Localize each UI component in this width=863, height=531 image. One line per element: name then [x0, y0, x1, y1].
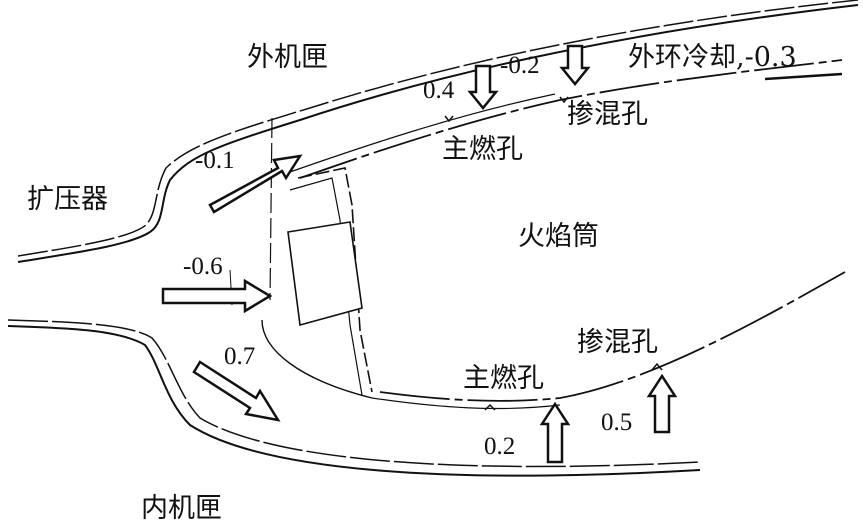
- arrow-core: [161, 278, 273, 314]
- flow-inner-main-value: 0.2: [484, 433, 516, 460]
- outer-dilution-hole: [559, 96, 569, 104]
- liner-inner-wall-2: [371, 397, 561, 410]
- flow-outer-dilution-value: -0.2: [500, 52, 540, 79]
- cowl-upper: [269, 117, 273, 301]
- inner-casing-line: [7, 325, 701, 477]
- outer-dilution-holes-label: 掺混孔: [567, 99, 648, 130]
- liner-dome: [297, 167, 373, 393]
- liner-outer-wall-2: [289, 93, 556, 173]
- flow-outer-annulus-value: -0.1: [195, 147, 235, 174]
- flow-inner-annulus-value: 0.7: [224, 343, 256, 370]
- inner-dilution-hole: [651, 362, 663, 371]
- liner-outer-wall: [299, 59, 843, 179]
- inner-casing-inner-line: [7, 319, 701, 468]
- inner-casing-label: 内机匣: [141, 493, 222, 524]
- inner-main-holes-label: 主燃孔: [463, 363, 544, 394]
- outer-main-hole: [444, 115, 454, 123]
- inner-dilution-holes-label: 掺混孔: [577, 327, 658, 358]
- arrow-outer-annulus: [208, 154, 303, 214]
- arrow-inner-dilution: [646, 373, 678, 434]
- arrow-outer-main: [467, 64, 499, 110]
- liner-dome-2: [289, 177, 363, 396]
- outer-casing-inner-line: [17, 0, 859, 257]
- outer-ring-cooling-line: [764, 72, 843, 81]
- inner-main-hole: [484, 403, 496, 411]
- arrow-outer-dilution: [559, 44, 591, 86]
- flow-outer-main-value: 0.4: [423, 77, 455, 104]
- liner-inner-wall: [379, 271, 846, 402]
- arrow-inner-annulus: [192, 360, 281, 422]
- flow-core-value: -0.6: [183, 253, 223, 280]
- cowl-lower: [261, 319, 373, 399]
- outer-main-holes-label: 主燃孔: [442, 134, 523, 165]
- arrow-inner-main: [539, 401, 571, 464]
- diffuser-label: 扩压器: [27, 184, 108, 215]
- outer-ring-cooling-label: 外环冷却,-0.3: [628, 42, 797, 73]
- flow-inner-dilution-value: 0.5: [601, 409, 633, 436]
- outer-casing-label: 外机匣: [247, 42, 328, 73]
- liner-label: 火焰筒: [518, 221, 599, 252]
- swirler: [287, 221, 363, 327]
